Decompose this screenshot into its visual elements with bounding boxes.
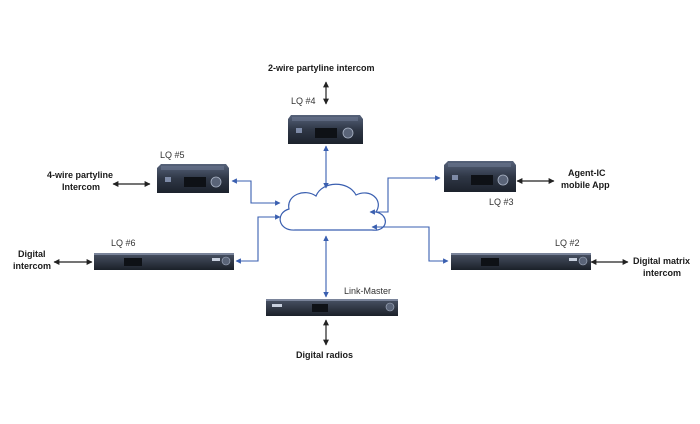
device-lq5 (157, 164, 229, 193)
label-4wire-1: 4-wire partyline (47, 170, 113, 180)
label-digital-intercom-2: intercom (13, 261, 51, 271)
device-lq2 (451, 253, 591, 270)
device-lq3 (444, 161, 516, 192)
label-digital-matrix-2: intercom (643, 268, 681, 278)
label-digital-radios: Digital radios (296, 350, 353, 360)
label-lq4: LQ #4 (291, 96, 316, 106)
device-lq6 (94, 253, 234, 270)
link-lq3 (369, 175, 441, 215)
label-lq3: LQ #3 (489, 197, 514, 207)
label-link-master: Link-Master (344, 286, 391, 296)
link-lq6 (235, 214, 281, 264)
label-4wire-2: Intercom (62, 182, 100, 192)
network-cloud (279, 183, 386, 231)
label-agent-2: mobile App (561, 180, 610, 190)
device-link-master (266, 299, 398, 316)
link-lq5 (231, 178, 281, 206)
label-lq5: LQ #5 (160, 150, 185, 160)
link-lq2 (371, 224, 449, 264)
label-lq6: LQ #6 (111, 238, 136, 248)
label-2wire: 2-wire partyline intercom (268, 63, 375, 73)
label-agent-1: Agent-IC (568, 168, 606, 178)
label-digital-intercom-1: Digital (18, 249, 46, 259)
label-lq2: LQ #2 (555, 238, 580, 248)
label-digital-matrix-1: Digital matrix (633, 256, 690, 266)
device-lq4 (288, 115, 363, 144)
